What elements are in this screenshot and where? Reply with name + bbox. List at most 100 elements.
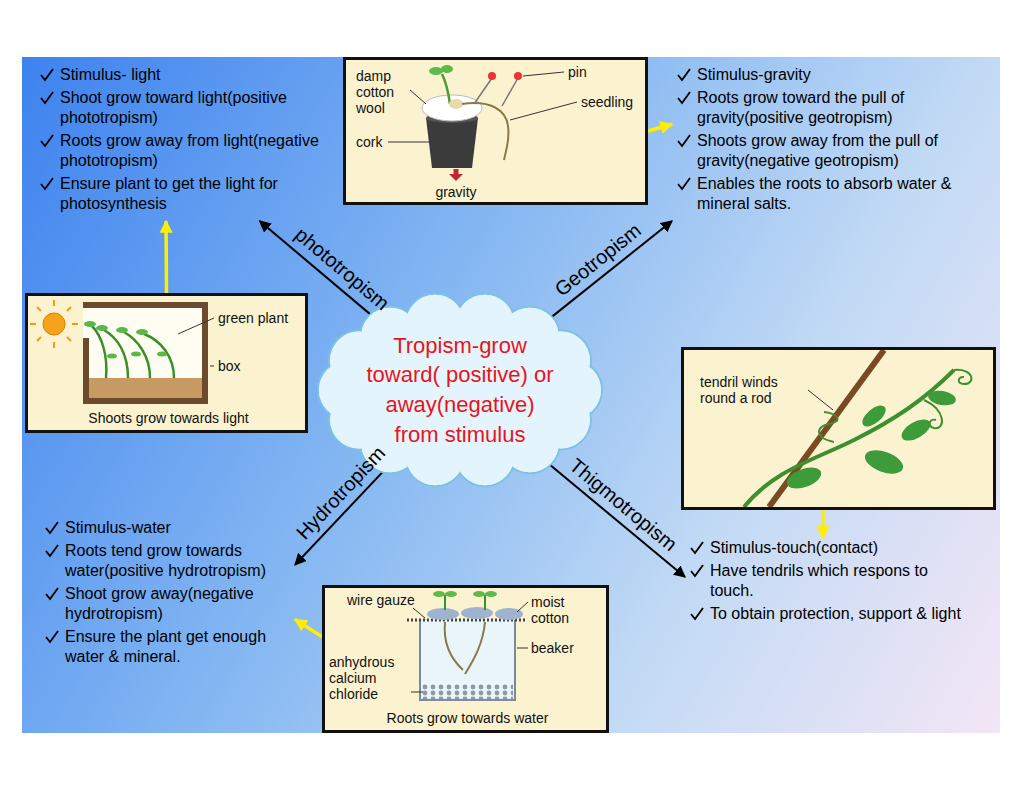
box-wall [83,398,208,404]
leader-line [178,318,214,366]
check-mark [691,608,703,619]
check-bullet [689,563,704,578]
bullet-item: Roots grow toward the pull of gravity(po… [676,88,982,128]
bullet-list: Stimulus-gravityRoots grow toward the pu… [672,65,992,221]
check-mark [678,69,690,80]
check-bullet [676,90,691,105]
panel-ground [325,588,606,730]
leaves [433,591,497,597]
pointer-arrow [295,619,322,636]
check-mark [41,135,53,146]
rod [769,350,884,507]
panel-caption: Roots grow towards water [327,710,608,726]
pin-head [488,72,496,80]
check-bullet [39,133,54,148]
bullet-list: Stimulus-waterRoots tend grow towards wa… [40,518,295,674]
sun [43,313,65,335]
sun-rays [30,300,78,348]
illustration-panel: green plant boxShoots grow towards light [25,293,308,433]
leader-line [388,72,577,142]
tropism-label: Hydrotropism [292,442,390,544]
connector-arrow [541,457,685,577]
cloud-fill [346,320,574,460]
check-bullet [44,520,59,535]
panel-ground [346,60,645,202]
box-wall [83,338,89,404]
check-mark [41,178,53,189]
part-label: beaker [531,640,574,656]
check-bullet [39,90,54,105]
bullet-item: Shoot grow toward light(positive phototr… [39,88,337,128]
check-bullet [44,543,59,558]
part-label: green plant [218,310,288,326]
seed [449,99,463,109]
check-bullet [676,67,691,82]
illustration-panel: wire gauzemoist cottonbeakeranhydrous ca… [322,585,609,733]
bullet-item: Roots grow away from light(negative phot… [39,131,337,171]
bullet-list: Stimulus- lightShoot grow toward light(p… [35,65,347,221]
check-mark [46,631,58,642]
check-mark [678,178,690,189]
check-bullet [689,606,704,621]
leaf [429,67,443,75]
bullet-item: Stimulus-water [44,518,285,538]
check-mark [691,542,703,553]
part-label: box [218,358,241,374]
bullet-item: To obtain protection, support & light [689,604,975,624]
check-mark [41,92,53,103]
bullet-item: Roots tend grow towards water(positive h… [44,541,285,581]
tendril [819,370,971,442]
cloud-text: Tropism-grow toward( positive) or away(n… [363,331,558,450]
bullet-item: Have tendrils which respons to touch. [689,561,975,601]
check-mark [41,69,53,80]
pointer-arrow [164,221,168,293]
bullet-text: Have tendrils which respons to touch. [710,562,928,599]
beaker [420,620,515,700]
gravity-arrowhead [449,174,463,181]
pin-head [514,72,522,80]
check-bullet [44,586,59,601]
leaf [441,65,453,73]
check-bullet [39,176,54,191]
check-bullet [39,67,54,82]
tropism-label: Geotropism [550,219,645,301]
check-bullet [676,133,691,148]
leader-line [411,602,528,692]
bullet-text: Stimulus-water [65,519,171,536]
calcium-chloride-granules [422,684,513,699]
geotropism-picture [346,60,645,202]
check-mark [46,588,58,599]
bullet-item: Stimulus- light [39,65,337,85]
part-label: wire gauze [347,592,415,608]
panel-caption: Shoots grow towards light [30,410,307,426]
bullet-text: Ensure plant to get the light for photos… [60,175,278,212]
cotton-wool [422,95,482,121]
bullet-item: Enables the roots to absorb water & mine… [676,174,982,214]
bullet-item: Ensure the plant get enough water & mine… [44,627,285,667]
part-label: anhydrous calcium chloride [329,654,409,702]
bullet-text: Stimulus-gravity [697,66,811,83]
check-mark [691,565,703,576]
plant-stems [92,326,174,378]
box-wall [83,302,208,308]
check-bullet [676,176,691,191]
check-mark [678,135,690,146]
part-label: tendril winds round a rod [700,374,805,406]
box-wall [202,302,208,404]
seedling-stem [445,595,485,610]
pointer-arrow [821,510,825,538]
bullet-text: Roots grow toward the pull of gravity(po… [697,89,904,126]
soil [89,378,202,398]
bullet-text: Shoot grow away(negative hydrotropism) [65,585,254,622]
root [445,622,485,674]
bullet-item: Shoot grow away(negative hydrotropism) [44,584,285,624]
bullet-text: Roots grow away from light(negative phot… [60,132,319,169]
leaves [84,321,167,359]
bullet-list: Stimulus-touch(contact)Have tendrils whi… [685,538,985,631]
check-bullet [689,540,704,555]
bullet-text: Ensure the plant get enough water & mine… [65,628,266,665]
panel-caption: gravity [416,184,496,200]
part-label: damp cotton wool [356,68,411,116]
bullet-item: Ensure plant to get the light for photos… [39,174,337,214]
